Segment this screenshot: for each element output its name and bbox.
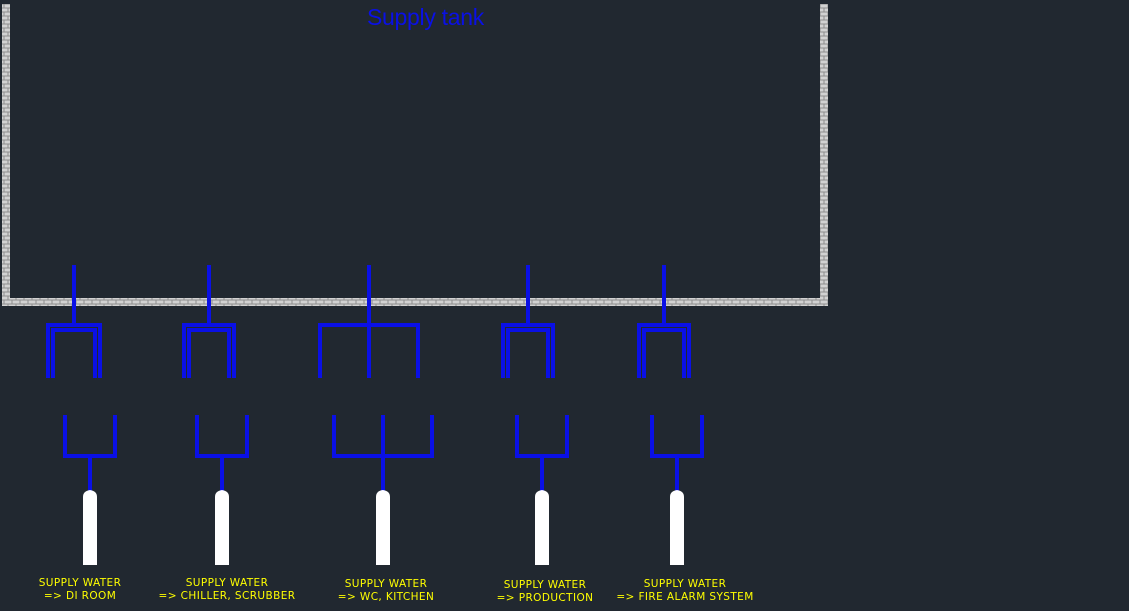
- tank-title: Supply tank: [367, 4, 484, 30]
- branch-label-wc-kitchen: SUPPLY WATER=> WC, KITCHEN: [276, 578, 496, 604]
- upper-manifold-chiller: [182, 323, 236, 378]
- pipe-network: [46, 265, 704, 565]
- branch-label-line-2: => FIRE ALARM SYSTEM: [616, 591, 754, 603]
- lower-manifold-di-room: [63, 415, 117, 458]
- lower-manifold-chiller: [195, 415, 249, 458]
- branch-label-line-2: => PRODUCTION: [496, 592, 594, 604]
- tank-wall-right: [820, 4, 828, 306]
- filter-cartridge-chiller: [215, 490, 229, 565]
- branch-label-line-1: SUPPLY WATER: [344, 578, 428, 590]
- upper-manifold-inner-di-room: [51, 328, 97, 378]
- filter-cartridge-di-room: [83, 490, 97, 565]
- upper-manifold-inner-production: [506, 328, 550, 378]
- supply-tank: [2, 4, 828, 306]
- filter-cartridge-fire-alarm: [670, 490, 684, 565]
- branch-label-fire-alarm: SUPPLY WATER=> FIRE ALARM SYSTEM: [575, 578, 795, 604]
- branch-label-production: SUPPLY WATER=> PRODUCTION: [435, 579, 655, 605]
- tank-wall-bottom: [2, 298, 828, 306]
- branch-label-line-1: SUPPLY WATER: [643, 578, 727, 590]
- upper-manifold-inner-fire-alarm: [642, 328, 686, 378]
- branch-label-chiller: SUPPLY WATER=> CHILLER, SCRUBBER: [117, 577, 337, 603]
- branch-label-di-room: SUPPLY WATER=> DI ROOM: [0, 577, 190, 603]
- branch-label-line-2: => WC, KITCHEN: [337, 591, 435, 603]
- lower-manifold-production: [515, 415, 569, 458]
- branch-label-line-2: => DI ROOM: [43, 590, 117, 602]
- lower-manifold-fire-alarm: [650, 415, 704, 458]
- filter-cartridge-production: [535, 490, 549, 565]
- upper-manifold-production: [501, 323, 555, 378]
- tank-wall-left: [2, 4, 10, 306]
- branch-label-line-1: SUPPLY WATER: [185, 577, 269, 589]
- branch-label-line-2: => CHILLER, SCRUBBER: [158, 590, 296, 602]
- filter-cartridge-wc-kitchen: [376, 490, 390, 565]
- upper-manifold-di-room: [46, 323, 102, 378]
- upper-manifold-inner-chiller: [187, 328, 231, 378]
- upper-manifold-fire-alarm: [637, 323, 691, 378]
- branch-label-line-1: SUPPLY WATER: [503, 579, 587, 591]
- branch-label-line-1: SUPPLY WATER: [38, 577, 122, 589]
